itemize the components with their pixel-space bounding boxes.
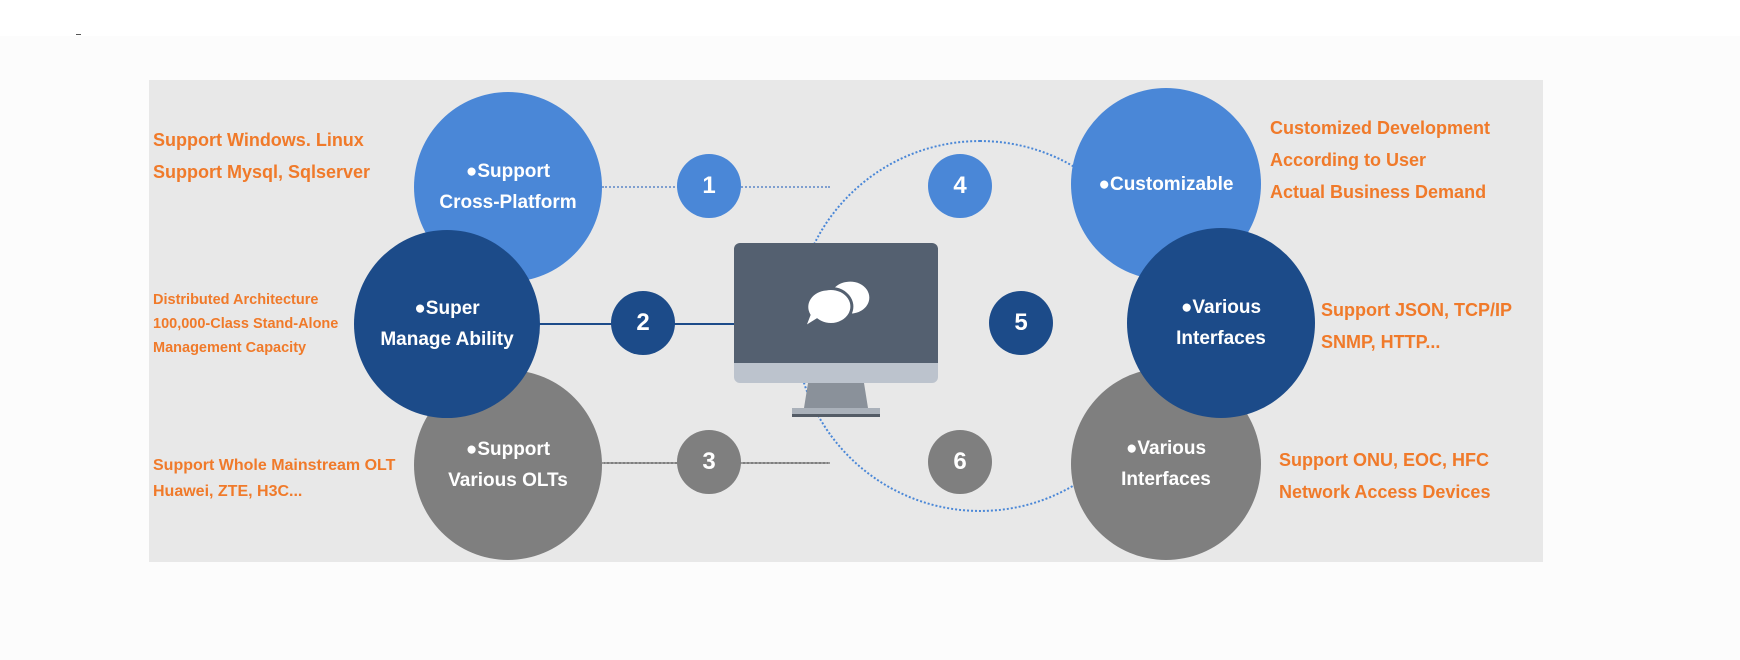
feature-title-line: ●Various [1125,438,1207,459]
top-mark [76,34,81,35]
top-strip [0,0,1740,36]
feature-title-line: ●Super [414,298,480,319]
number-badge-1: 1 [677,154,741,218]
chat-bubbles-icon [801,279,872,332]
feature-description-1: Support Windows. Linux Support Mysql, Sq… [153,124,370,188]
description-line: Customized Development [1270,118,1491,138]
description-line: Support Mysql, Sqlserver [153,162,371,182]
number-badge-4: 4 [928,154,992,218]
feature-description-6: Support ONU, EOC, HFC Network Access Dev… [1279,444,1490,508]
number-badge-2: 2 [611,291,675,355]
description-line: 100,000-Class Stand-Alone [153,316,339,332]
description-line: According to User [1270,150,1427,170]
feature-title-line: Interfaces [1121,469,1211,490]
description-line: Huawei, ZTE, H3C... [153,483,303,500]
number-badge-3: 3 [677,430,741,494]
description-line: Distributed Architecture [153,292,319,308]
feature-title-line: Manage Ability [380,329,514,350]
feature-circle-manage-ability: ●Super Manage Ability [354,230,540,418]
description-line: Management Capacity [153,340,307,356]
feature-title-line: ●Support [465,161,551,182]
feature-circle-various-interfaces-protocols: ●Various Interfaces [1127,228,1315,418]
feature-diagram-panel: ●Support Cross-Platform ●Support Various… [149,80,1543,562]
number-badge-5: 5 [989,291,1053,355]
number-badge-6: 6 [928,430,992,494]
feature-title-line: Cross-Platform [439,192,577,213]
description-line: Support Windows. Linux [153,130,364,150]
description-line: Support ONU, EOC, HFC [1279,450,1489,470]
description-line: Support Whole Mainstream OLT [153,457,396,474]
feature-title-line: ●Customizable [1098,173,1234,195]
description-line: Actual Business Demand [1270,182,1487,202]
feature-description-5: Support JSON, TCP/IP SNMP, HTTP... [1321,294,1512,358]
feature-description-3: Support Whole Mainstream OLT Huawei, ZTE… [153,453,395,505]
description-line: Network Access Devices [1279,482,1491,502]
monitor-chat-icon [734,243,938,417]
feature-title-line: ●Support [465,439,551,460]
feature-title-line: ●Various [1180,297,1262,318]
description-line: Support JSON, TCP/IP [1321,300,1513,320]
feature-description-4: Customized Development According to User… [1270,112,1490,208]
feature-title-line: Various OLTs [448,470,568,491]
feature-title-line: Interfaces [1176,328,1266,349]
description-line: SNMP, HTTP... [1321,332,1441,352]
feature-description-2: Distributed Architecture 100,000-Class S… [153,288,338,360]
